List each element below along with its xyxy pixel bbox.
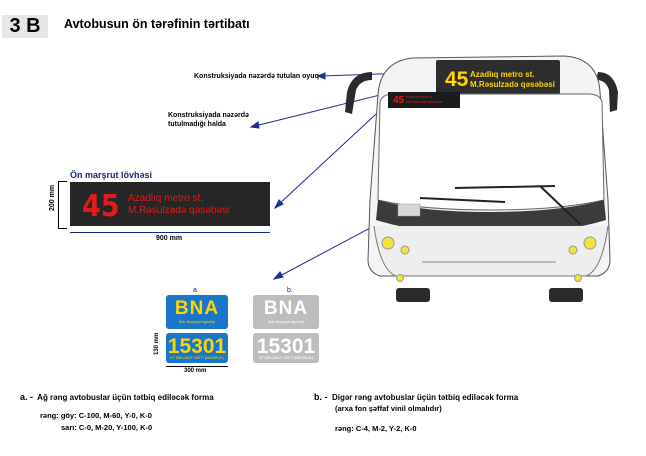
plate-b-logo-text: BNA <box>263 298 309 319</box>
note-b-prefix: b. - <box>314 392 328 402</box>
plate-a-route <box>166 333 228 363</box>
page-number: 3 B <box>2 15 48 38</box>
callout-not-embedded: Konstruksiyada nəzərdə tutulmadığı halda <box>168 111 249 129</box>
small-led-line-2: M.Rəsulzadə qəsəbəsi <box>406 100 443 104</box>
bus-led-route-number: 45 <box>445 68 469 91</box>
note-a-prefix: a. - <box>20 392 34 402</box>
bus-led-line-1: Azadlıq metro st. <box>470 70 535 79</box>
route-board-heading: Ön marşrut lövhəsi <box>70 170 153 180</box>
bus-led-line-2: M.Rəsulzadə qəsəbəsi <box>470 80 555 89</box>
board-height-dimension <box>58 181 67 229</box>
plate-b-label: b. <box>287 287 293 294</box>
plate-a-logo-text: BNA <box>174 298 220 319</box>
plate-b-logo-subtitle: Bakı Nəqliyyat Agentliyi <box>267 320 305 324</box>
note-b: b. - Digər rəng avtobuslar üçün tətbiq e… <box>314 392 518 402</box>
plate-height-label: 130 mm <box>154 332 160 355</box>
plate-a-route-number: 15301 <box>167 335 227 358</box>
route-board <box>70 182 270 226</box>
note-a: a. - Ağ rəng avtobuslar üçün tətbiq edil… <box>20 392 214 402</box>
small-led-destination: Azadlıq metro st. M.Rəsulzadə qəsəbəsi <box>406 95 442 105</box>
plate-b-route-subtitle: DT MƏLUMAT XƏTTİ (MÜDİRLİK) <box>259 356 313 360</box>
plate-b-route <box>253 333 319 363</box>
plate-a-label: a. <box>193 287 199 294</box>
plate-a-route-subtitle: DT MƏLUMAT XƏTTİ (MÜDİRLİK) <box>170 356 224 360</box>
plate-width-dimension <box>166 366 228 367</box>
plate-a-logo-subtitle: Bakı Nəqliyyat Agentliyi <box>178 320 216 324</box>
note-b-colors: rəng: C-4, M-2, Y-2, K-0 <box>335 424 417 433</box>
callout-not-embedded-line-1: Konstruksiyada nəzərdə <box>168 112 249 119</box>
plate-b-logo <box>253 295 319 329</box>
small-led-route-number: 45 <box>393 95 405 106</box>
plate-b-route-number: 15301 <box>256 335 316 358</box>
page-title: Avtobusun ön tərəfinin tərtibatı <box>64 17 250 31</box>
note-a-colors-2: sarı: C-0, M-20, Y-100, K-0 <box>61 423 153 432</box>
plate-a-logo <box>166 295 228 329</box>
route-board-number: 45 <box>82 189 120 224</box>
note-a-colors-1: rəng: göy: C-100, M-60, Y-0, K-0 <box>40 411 152 420</box>
note-b-text: Digər rəng avtobuslar üçün tətbiq ediləc… <box>331 393 519 402</box>
note-b-subtext: (arxa fon şəffaf vinil olmalıdır) <box>335 404 442 413</box>
route-board-line-1: Azadlıq metro st. <box>128 193 204 204</box>
board-width-dimension <box>70 232 270 233</box>
board-height-label: 200 mm <box>49 184 56 211</box>
small-led-line-1: Azadlıq metro st. <box>406 95 433 99</box>
callout-not-embedded-line-2: tutulmadığı halda <box>168 121 226 128</box>
board-width-label: 900 mm <box>156 235 183 242</box>
note-a-text: Ağ rəng avtobuslar üçün tətbiq ediləcək … <box>37 393 214 402</box>
plate-width-label: 300 mm <box>184 368 207 374</box>
callout-embedded: Konstruksiyada nəzərdə tutulan oyuq <box>194 73 319 80</box>
route-board-destination: Azadlıq metro st. M.Rəsulzadə qəsəbəsi <box>128 193 229 217</box>
route-board-line-2: M.Rəsulzadə qəsəbəsi <box>128 205 230 216</box>
bus-led-destination: Azadlıq metro st. M.Rəsulzadə qəsəbəsi <box>470 70 555 90</box>
